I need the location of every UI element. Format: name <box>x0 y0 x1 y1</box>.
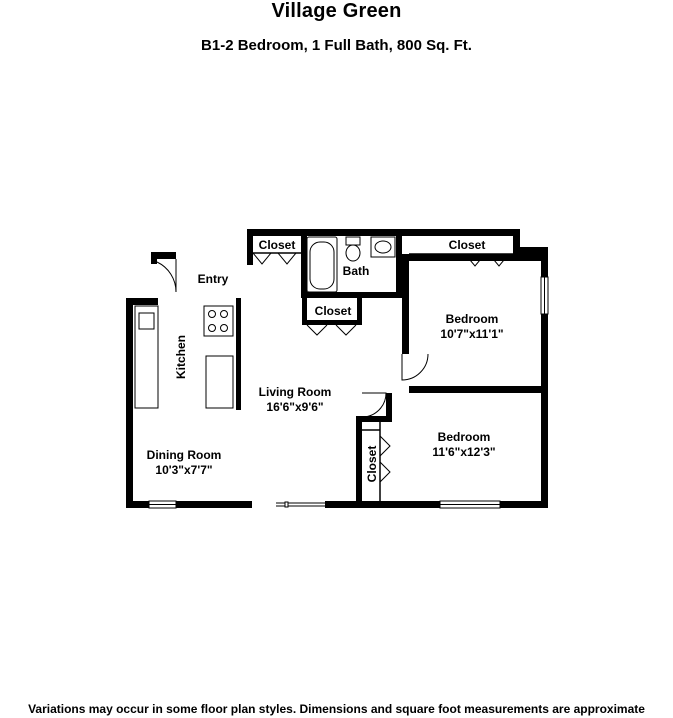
kitchen-label: Kitchen <box>174 335 188 379</box>
windows <box>148 276 549 509</box>
bedroom-dimensions: 10'7"x11'1" <box>440 327 503 341</box>
bedroom-name: Bedroom <box>446 312 499 326</box>
bedroom-name: Bedroom <box>438 430 491 444</box>
walls <box>126 229 548 508</box>
living-room-dimensions: 16'6"x9'6" <box>266 400 323 414</box>
doors <box>156 252 510 483</box>
bedroom-dimensions: 11'6"x12'3" <box>432 445 495 459</box>
fixtures <box>134 236 396 409</box>
living-room-name: Living Room <box>259 385 332 399</box>
disclaimer: Variations may occur in some floor plan … <box>28 702 645 716</box>
bath-label: Bath <box>343 264 370 278</box>
closet-label: Closet <box>315 304 352 318</box>
closet-label: Closet <box>365 446 379 483</box>
entry-label: Entry <box>198 272 229 286</box>
closet-label: Closet <box>449 238 486 252</box>
dining-room-name: Dining Room <box>147 448 222 462</box>
plan-title: Village Green <box>271 0 402 22</box>
closet-label: Closet <box>259 238 296 252</box>
plan-subtitle: B1-2 Bedroom, 1 Full Bath, 800 Sq. Ft. <box>201 37 472 54</box>
dining-room-dimensions: 10'3"x7'7" <box>155 463 212 477</box>
